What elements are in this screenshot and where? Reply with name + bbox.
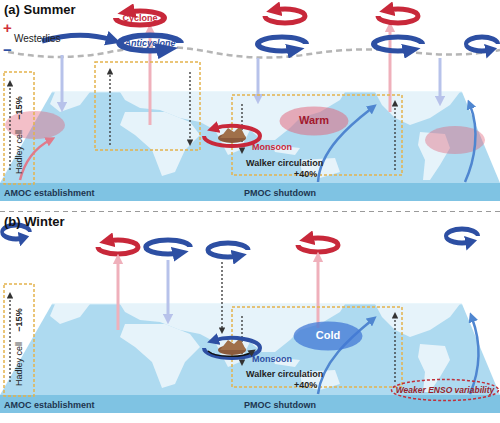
anticyclone-symbol (258, 37, 306, 51)
cyclone-label: Cyclone (115, 12, 165, 24)
anticyclone-symbol (446, 229, 478, 243)
vertical-motion-arrow (109, 72, 110, 145)
ocean-current-arrow (465, 105, 475, 182)
walker-label: Walker circulation (246, 368, 346, 380)
monsoon-label: Monsoon (252, 353, 302, 365)
hadley-cell-label: Hadley cell (13, 334, 25, 394)
ascent-arrow (117, 260, 120, 330)
wind-label: Westerlies (14, 33, 74, 45)
walker-circulation-box (232, 307, 402, 387)
cyclone-symbol (265, 9, 305, 23)
monsoon-label: Monsoon (252, 141, 302, 153)
hadley-cell-box (4, 284, 34, 396)
change-value: −15% (13, 305, 25, 335)
monsoon-circulation-box (95, 62, 200, 150)
cyclone-symbol (298, 238, 338, 252)
anticyclone-symbol (374, 37, 422, 51)
ocean-circulation-label: PMOC shutdown (244, 399, 344, 411)
ocean-circulation-label: AMOC establishment (4, 399, 124, 411)
change-value: +40% (294, 379, 334, 391)
ellipse-shape (280, 107, 349, 136)
region-label: Warm (299, 114, 329, 127)
cyclone-symbol (98, 240, 138, 254)
panel-heading: (b) Winter (4, 214, 496, 230)
ascent-arrow (317, 258, 320, 328)
anticyclone-symbol (208, 243, 248, 257)
panel-separator (0, 211, 500, 212)
cyclone-symbol (378, 9, 418, 23)
ellipse-shape (294, 322, 363, 351)
descent-arrow (61, 55, 64, 106)
sign-marker: − (3, 44, 17, 56)
summer-panel: Warm (a) Summer (0, 0, 500, 211)
descent-arrow (439, 58, 442, 100)
descent-arrow (257, 58, 260, 98)
ascent-arrow (389, 28, 392, 112)
anticyclone-label: Anticyclone (118, 37, 182, 49)
tibetan-plateau-winter (204, 338, 260, 358)
westerly-jet-path (8, 47, 500, 58)
hadley-cell-label: Hadley cell (13, 122, 25, 182)
walker-circulation-box (232, 95, 402, 175)
hadley-cell-box (4, 72, 34, 184)
change-value: +40% (294, 168, 334, 180)
ocean-circulation-label: PMOC shutdown (244, 187, 344, 199)
vertical-motion-arrow (9, 296, 10, 382)
change-value: −15% (13, 93, 25, 123)
vertical-motion-arrow (394, 316, 395, 382)
vertical-motion-arrow (9, 84, 10, 170)
tibetan-plateau-summer (204, 126, 260, 146)
anticyclone-symbol (146, 240, 190, 254)
vertical-motion-arrow (189, 72, 190, 142)
cyclone-symbol (116, 11, 164, 25)
world-map-slab (0, 92, 500, 201)
vertical-motion-arrow (394, 104, 395, 170)
sign-marker: + (3, 22, 17, 34)
region-label: Weaker ENSO variability (396, 385, 495, 395)
descent-arrow (167, 260, 170, 318)
region-label: Cold (316, 329, 340, 342)
ocean-circulation-label: AMOC establishment (4, 187, 124, 199)
anticyclone-symbol (466, 37, 498, 51)
enso-region: Weaker ENSO variability (390, 378, 500, 402)
ocean-current-arrow (20, 140, 50, 180)
ocean-current-arrow (470, 318, 479, 394)
world-map-slab (0, 304, 500, 413)
panel-heading: (a) Summer (4, 2, 496, 18)
vertical-motion-arrow (221, 262, 222, 330)
warm-anomaly: Warm (278, 105, 350, 137)
cold-anomaly: Cold (292, 320, 364, 352)
walker-label: Walker circulation (246, 157, 346, 169)
ellipse-shape (392, 380, 499, 401)
winter-panel: ColdWeaker ENSO variability (b) Winter (0, 212, 500, 423)
